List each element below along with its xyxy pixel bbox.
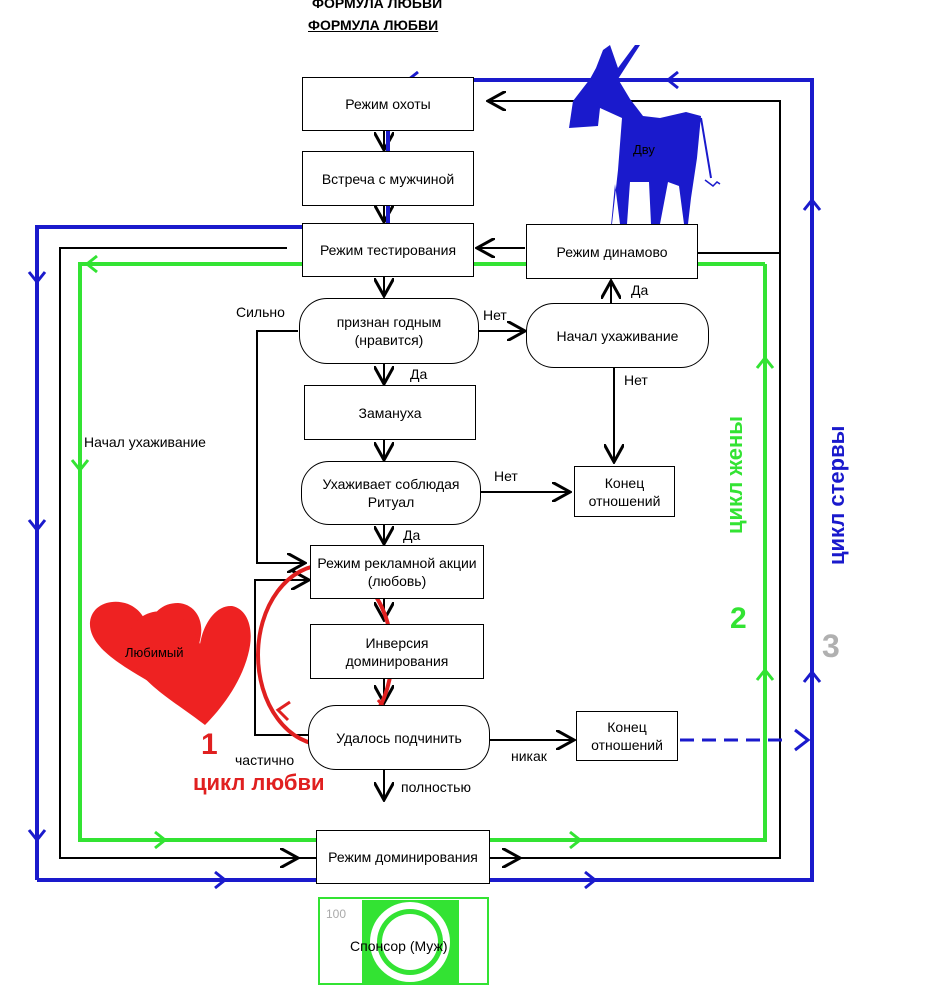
node-subdue: Удалось подчинить xyxy=(308,705,490,770)
node-ad-campaign: Режим рекламной акции (любовь) xyxy=(310,545,484,599)
label-no-end: Нет xyxy=(624,372,648,388)
sponsor-figure xyxy=(318,897,489,985)
flow-arrows xyxy=(254,130,614,800)
love-cycle-number: 1 xyxy=(201,728,218,761)
label-yes-approved: Да xyxy=(410,366,428,382)
bitch-cycle-label: цикл стервы xyxy=(824,425,849,565)
node-testing-mode: Режим тестирования xyxy=(302,223,474,277)
node-dynamo-mode: Режим динамово xyxy=(526,224,698,279)
label-fully: полностью xyxy=(401,779,471,795)
node-lure: Замануха xyxy=(304,385,476,440)
node-hunt-mode: Режим охоты xyxy=(302,77,474,131)
donkey-figure xyxy=(569,45,721,226)
hearts-label: Любимый xyxy=(125,645,184,660)
node-courting-start: Начал ухаживание xyxy=(526,303,709,368)
node-approved: признан годным (нравится) xyxy=(299,298,479,364)
node-end-relationship-1: Конец отношений xyxy=(574,466,675,517)
love-cycle-label: цикл любви xyxy=(193,770,325,795)
sponsor-label: Спонсор (Муж) xyxy=(350,938,448,954)
label-no-ritual: Нет xyxy=(494,468,518,484)
label-no-approved: Нет xyxy=(483,307,507,323)
label-nohow: никак xyxy=(511,748,547,764)
title-cropped-line: ФОРМУЛА ЛЮБВИ xyxy=(312,0,443,8)
diagram-title: ФОРМУЛА ЛЮБВИ xyxy=(308,17,439,33)
node-meeting: Встреча с мужчиной xyxy=(302,151,474,206)
bitch-cycle-number: 3 xyxy=(822,628,840,664)
node-end-relationship-2: Конец отношений xyxy=(576,711,678,761)
wife-cycle-number: 2 xyxy=(730,602,747,635)
label-partially: частично xyxy=(235,752,295,768)
sponsor-number: 100 xyxy=(326,907,347,921)
label-yes-dynamo: Да xyxy=(631,282,649,298)
wife-cycle-label: цикл жены xyxy=(722,415,747,534)
node-inversion: Инверсия доминирования xyxy=(310,624,484,679)
label-courting-left: Начал ухаживание xyxy=(84,434,206,450)
donkey-label: Дву xyxy=(633,142,655,157)
label-yes-ritual: Да xyxy=(403,527,421,543)
label-strong: Сильно xyxy=(236,304,285,320)
black-loop xyxy=(59,101,781,858)
node-dominance-mode: Режим доминирования xyxy=(316,830,490,884)
node-ritual: Ухаживает соблюдая Ритуал xyxy=(301,461,481,525)
hearts-figure xyxy=(89,601,251,725)
